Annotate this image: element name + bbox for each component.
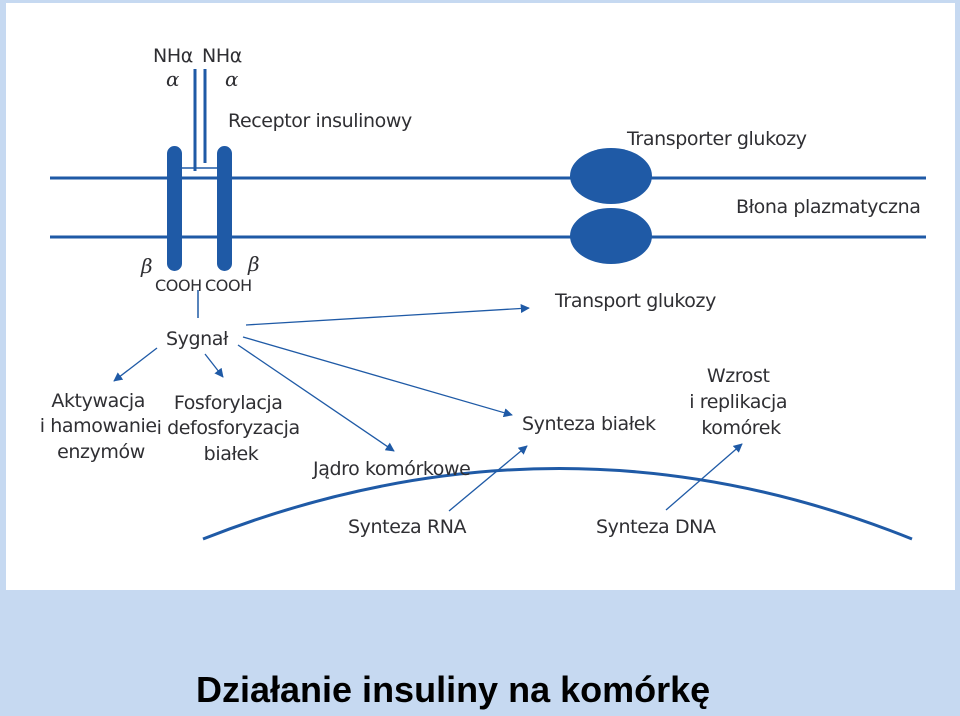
slide-title: Działanie insuliny na komórkę — [196, 669, 711, 710]
nucleus-envelope — [202, 467, 913, 541]
label-membrane: Błona plazmatyczna — [736, 196, 921, 218]
receptor-beta-subunit-right — [217, 146, 232, 271]
label-dna-synthesis: Synteza DNA — [596, 516, 716, 538]
label-phosphorylation: Fosforylacja i defosforyzacja białek — [157, 392, 306, 465]
label-beta-left: β — [140, 254, 153, 278]
label-nucleus: Jądro komórkowe — [312, 458, 470, 480]
label-nh-left: NHα — [153, 45, 193, 67]
arrow-rna-to-protein-synthesis — [448, 445, 528, 512]
label-protein-synthesis: Synteza białek — [522, 413, 656, 435]
glucose-transporter — [570, 148, 652, 264]
arrow-to-protein-synthesis — [242, 336, 513, 418]
label-enzymes-line-3: enzymów — [57, 441, 145, 463]
label-growth-line-1: Wzrost — [707, 365, 770, 387]
arrow-to-enzymes — [113, 347, 158, 382]
receptor-beta-subunit-left — [167, 146, 182, 271]
label-glucose-transport: Transport glukozy — [554, 290, 716, 312]
signal-arrows — [113, 303, 743, 512]
label-alpha-right: α — [225, 67, 239, 91]
label-nh-right: NHα — [202, 45, 242, 67]
label-phosphorylation-line-3: białek — [204, 443, 259, 465]
label-phosphorylation-line-2: i defosforyzacja — [157, 417, 300, 439]
label-enzymes-line-1: Aktywacja — [51, 390, 145, 412]
arrow-to-glucose-transport — [245, 303, 530, 326]
insulin-receptor — [167, 69, 232, 318]
transporter-lower-lobe — [570, 208, 652, 264]
label-cooh-right: COOH — [205, 276, 252, 295]
label-growth-line-2: i replikacja — [689, 391, 787, 413]
arrow-to-nucleus — [237, 344, 395, 452]
arrow-dna-to-growth — [665, 443, 743, 511]
label-cooh-left: COOH — [155, 276, 202, 295]
label-rna-synthesis: Synteza RNA — [348, 516, 467, 538]
label-enzymes: Aktywacja i hamowanie enzymów — [40, 390, 163, 463]
label-signal: Sygnał — [166, 328, 229, 350]
label-beta-right: β — [247, 252, 260, 276]
label-transporter: Transporter glukozy — [626, 128, 807, 150]
diagram-panel: NHα NHα α α Receptor insulinowy Transpor… — [6, 3, 955, 590]
arrow-to-phosphorylation — [204, 353, 224, 378]
label-receptor: Receptor insulinowy — [228, 110, 412, 132]
insulin-action-diagram: NHα NHα α α Receptor insulinowy Transpor… — [40, 45, 926, 541]
transporter-upper-lobe — [570, 148, 652, 204]
label-enzymes-line-2: i hamowanie — [40, 415, 157, 437]
label-growth: Wzrost i replikacja komórek — [689, 365, 793, 439]
label-growth-line-3: komórek — [701, 417, 781, 439]
label-alpha-left: α — [166, 67, 180, 91]
label-phosphorylation-line-1: Fosforylacja — [174, 392, 283, 414]
